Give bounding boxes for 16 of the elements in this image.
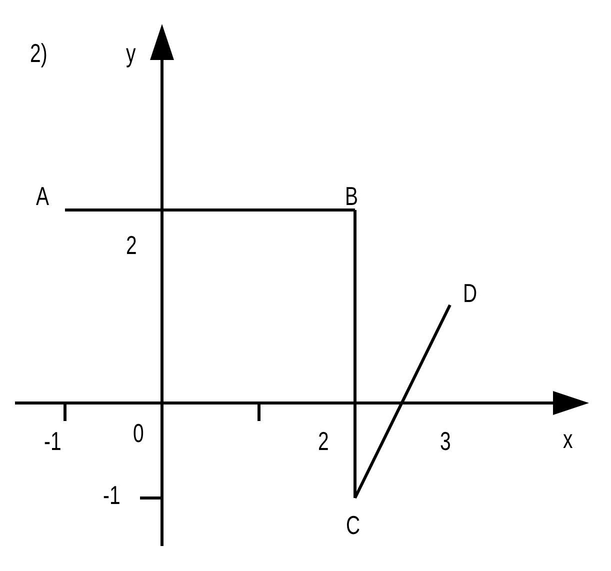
- tick-label: -1: [103, 482, 120, 508]
- tick-label: 3: [440, 428, 451, 454]
- tick-label: -1: [44, 428, 62, 454]
- problem-number: 2): [30, 40, 48, 66]
- tick-label: 2: [126, 232, 137, 258]
- axis-label: y: [126, 40, 136, 66]
- line-segment: [65, 208, 355, 212]
- line-segment: [354, 304, 452, 499]
- line-segment: [354, 210, 356, 498]
- axis-label: x: [563, 426, 573, 452]
- point-label: C: [346, 512, 360, 538]
- tick-label: 0: [133, 420, 144, 446]
- point-label: A: [36, 183, 49, 209]
- point-label: B: [345, 183, 358, 209]
- point-label: D: [463, 280, 478, 306]
- tick-label: 2: [318, 428, 329, 454]
